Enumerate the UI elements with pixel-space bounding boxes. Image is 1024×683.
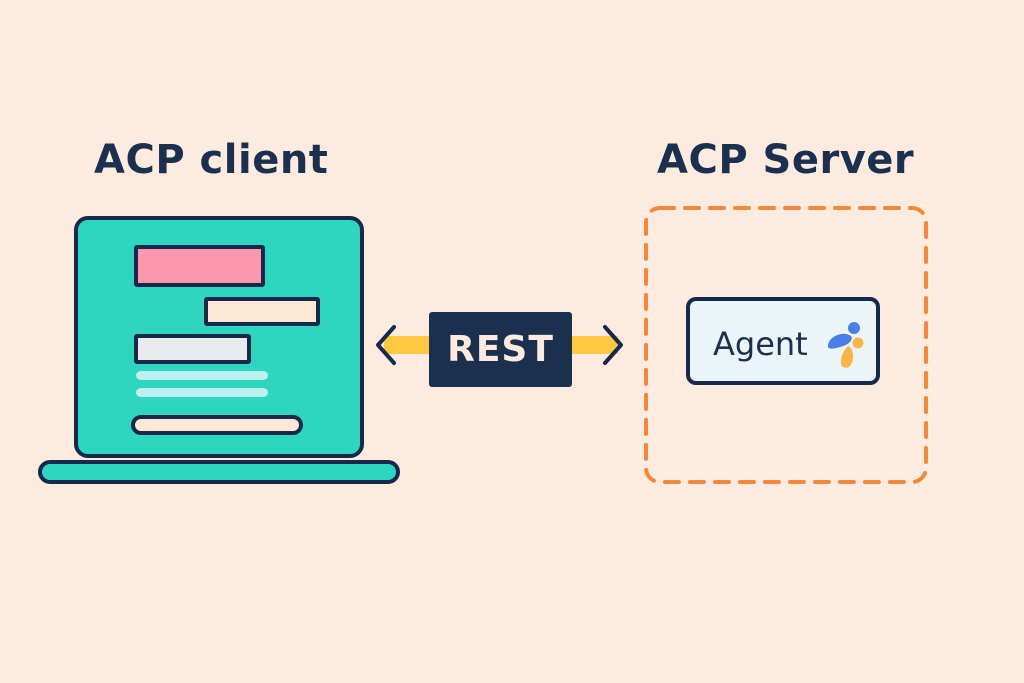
ui-input-bar [131, 415, 303, 435]
text-line [136, 371, 268, 380]
server-boundary [644, 206, 928, 484]
arrow-left-icon [376, 325, 396, 365]
arrow-shaft-right [566, 336, 618, 354]
agent-logo-icon [827, 322, 864, 368]
agent-label: Agent [713, 325, 808, 363]
client-title: ACP client [94, 137, 329, 183]
server-title: ACP Server [657, 137, 915, 183]
text-line [136, 388, 268, 397]
laptop-base [38, 460, 400, 484]
ui-block-cream [204, 297, 320, 326]
ui-block-gray [134, 334, 251, 364]
rest-connector: REST [429, 312, 572, 387]
agent-box: Agent [686, 297, 880, 385]
laptop-screen [74, 216, 364, 458]
rest-label: REST [447, 329, 554, 370]
arrow-right-icon [603, 325, 623, 365]
ui-block-pink [134, 245, 265, 287]
